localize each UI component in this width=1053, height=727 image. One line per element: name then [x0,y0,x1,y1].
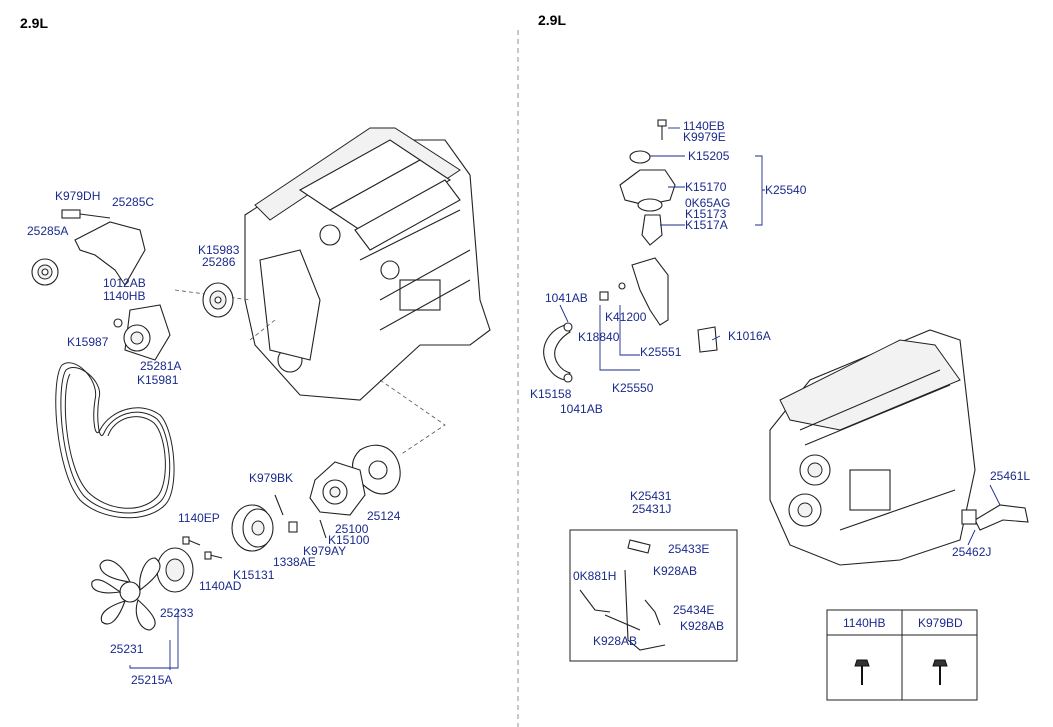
label-1140hb-left: 1140HB [103,289,145,303]
label-k15983: K15983 [198,243,240,257]
pulley-bolts [182,536,223,560]
label-1041ab-top: 1041AB [545,291,588,305]
label-k1016a: K1016A [728,329,771,343]
label-25431j: 25431J [632,502,671,516]
water-pump-bolts [274,494,327,539]
bolt-flanged-icon [932,659,948,685]
callout-lines [129,127,1001,670]
water-pump-gasket [352,444,401,495]
tensioner-bracket [31,209,146,287]
label-k15987: K15987 [67,335,109,349]
label-k25540: K25540 [765,183,807,197]
outlet-gasket-plate [697,326,718,353]
label-k25431: K25431 [630,489,672,503]
label-k9979e: K9979E [683,130,726,144]
idler-pulley [202,282,234,318]
label-25124: 25124 [367,509,401,523]
label-25281a: 25281A [140,359,181,373]
fastener-table: 1140HB K979BD [826,609,978,701]
part-labels: K979DH 25285C 25285A 1012AB 1140HB K1598… [27,119,1030,687]
label-25433e: 25433E [668,542,709,556]
label-25434e: 25434E [673,603,714,617]
label-1140eb: 1140EB [683,119,725,133]
label-k25551: K25551 [640,345,682,359]
table-header-k979bd: K979BD [918,616,963,630]
label-k979dh: K979DH [55,189,100,203]
label-1041ab-bottom: 1041AB [560,402,603,416]
label-25286: 25286 [202,255,236,269]
label-25100: 25100 [335,522,369,536]
label-25233: 25233 [160,606,194,620]
label-k15158: K15158 [530,387,572,401]
label-25285c: 25285C [112,195,154,209]
table-header-1140hb: 1140HB [843,616,885,630]
label-k1517a: K1517A [685,218,728,232]
label-0k65ag: 0K65AG [685,196,730,210]
label-0k881h: 0K881H [573,569,616,583]
label-25215a: 25215A [131,673,172,687]
drive-belt [55,362,175,519]
label-k928ab-1: K928AB [653,564,697,578]
label-k979bk: K979BK [249,471,293,485]
title-right: 2.9L [538,12,566,28]
label-k15170: K15170 [685,180,727,194]
engine-block-right [769,329,976,566]
label-k15981: K15981 [137,373,179,387]
label-k15131: K15131 [233,568,275,582]
belt-tensioner [113,304,171,361]
label-k15173: K15173 [685,207,727,221]
label-1012ab: 1012AB [103,276,146,290]
label-k979ay: K979AY [303,544,346,558]
water-outlet [599,257,669,326]
fan-clutch [156,547,194,593]
water-pipe-25461l [961,504,1029,531]
bypass-hose [543,322,573,383]
title-left: 2.9L [20,15,48,31]
label-k25550: K25550 [612,381,654,395]
label-25461l: 25461L [990,469,1030,483]
heater-hose-box [569,529,738,662]
cooling-fan [91,557,161,631]
label-k928ab-3: K928AB [593,634,637,648]
label-k41200: K41200 [605,310,647,324]
bolt-icon [854,659,870,685]
label-25285a: 25285A [27,224,68,238]
label-25231: 25231 [110,642,144,656]
water-pump-pulley [231,504,274,552]
label-k928ab-2: K928AB [680,619,724,633]
thermostat-housing [619,119,676,246]
water-pump [309,461,366,516]
label-k15100: K15100 [328,533,370,547]
label-1140ep: 1140EP [178,511,220,525]
label-1140ad: 1140AD [199,579,242,593]
label-k15205: K15205 [688,149,730,163]
label-k18840: K18840 [578,330,620,344]
engine-block-left [244,127,491,401]
label-25462j: 25462J [952,545,991,559]
label-1338ae: 1338AE [273,555,316,569]
hose-box-frame [569,529,738,662]
